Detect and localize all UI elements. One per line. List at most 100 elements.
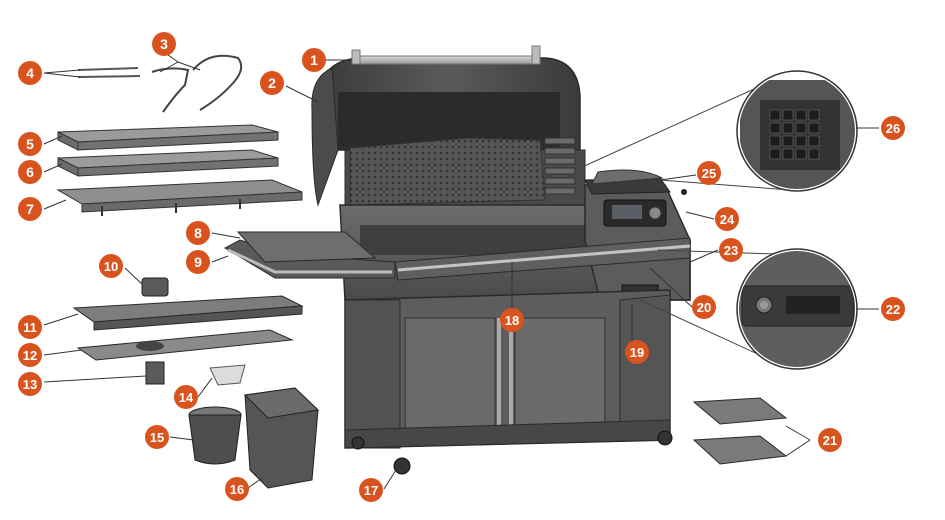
callout-20-badge	[692, 295, 716, 319]
lid-handle	[351, 45, 541, 65]
callout-15: 15	[145, 425, 169, 449]
callout-26-label: 26	[886, 121, 900, 136]
callout-25-label: 25	[702, 166, 716, 181]
grill-illustration	[56, 45, 788, 489]
callout-16-badge	[225, 477, 249, 501]
callout-22-badge	[881, 297, 905, 321]
callout-26-badge	[881, 116, 905, 140]
callout-21-badge	[818, 428, 842, 452]
callout-24-badge	[715, 207, 739, 231]
callout-3: 3	[152, 32, 176, 56]
callout-2-label: 2	[268, 75, 276, 91]
callout-17-badge	[359, 478, 383, 502]
callout-20: 20	[692, 295, 716, 319]
leader-lines	[43, 51, 879, 490]
callout-25: 25	[697, 161, 721, 185]
callout-7-badge	[18, 197, 42, 221]
lower-grate	[56, 179, 303, 216]
callout-13-badge	[18, 372, 42, 396]
callout-5-badge	[18, 132, 42, 156]
middle-grate	[57, 149, 279, 177]
callout-5: 5	[18, 132, 42, 156]
fire-pot	[141, 277, 169, 385]
callout-7-label: 7	[26, 201, 34, 217]
callout-3-label: 3	[160, 36, 168, 52]
callout-23-label: 23	[724, 243, 738, 258]
callout-2: 2	[260, 71, 284, 95]
inset-hopper-grid	[579, 70, 858, 192]
callout-19: 19	[625, 340, 649, 364]
side-vent-fins	[544, 137, 576, 195]
front-shelf	[394, 237, 691, 281]
inset-button-panel	[639, 248, 858, 370]
callout-9-label: 9	[194, 254, 202, 270]
callout-13: 13	[18, 372, 42, 396]
callout-8-badge	[186, 221, 210, 245]
callout-11-label: 11	[23, 320, 37, 335]
callout-14-label: 14	[179, 390, 194, 405]
callout-24-label: 24	[720, 212, 735, 227]
callout-5-label: 5	[26, 136, 34, 152]
callout-1: 1	[302, 48, 326, 72]
callout-4: 4	[18, 61, 42, 85]
pellet-bin	[243, 387, 320, 489]
callout-7: 7	[18, 197, 42, 221]
callout-22-label: 22	[886, 302, 900, 317]
callout-19-badge	[625, 340, 649, 364]
foil-cup	[209, 364, 246, 386]
callout-10-badge	[99, 254, 123, 278]
callout-15-label: 15	[150, 430, 164, 445]
pellet-hopper	[584, 169, 691, 301]
callout-22: 22	[881, 297, 905, 321]
callout-11: 11	[18, 315, 42, 339]
callout-6-label: 6	[26, 164, 34, 180]
callout-14-badge	[174, 385, 198, 409]
callout-3-badge	[152, 32, 176, 56]
callout-6: 6	[18, 160, 42, 184]
callout-15-badge	[145, 425, 169, 449]
caster-wheels	[351, 430, 673, 475]
callout-9: 9	[186, 250, 210, 274]
callout-1-badge	[302, 48, 326, 72]
callout-20-label: 20	[697, 300, 711, 315]
callout-10: 10	[99, 254, 123, 278]
callout-19-label: 19	[630, 345, 644, 360]
callout-18-badge	[500, 308, 524, 332]
callout-6-badge	[18, 160, 42, 184]
grease-bucket-liner	[188, 406, 242, 465]
side-boards	[692, 397, 788, 465]
callout-10-label: 10	[104, 259, 118, 274]
callout-24: 24	[715, 207, 739, 231]
callout-8-label: 8	[194, 225, 202, 241]
callout-16: 16	[225, 477, 249, 501]
storage-cabinet	[344, 289, 671, 449]
callout-21-label: 21	[823, 433, 837, 448]
callout-23: 23	[719, 238, 743, 262]
callout-17-label: 17	[364, 483, 378, 498]
heat-baffle	[76, 329, 294, 361]
callout-13-label: 13	[23, 377, 37, 392]
controller-panel	[603, 189, 687, 227]
callout-12: 12	[18, 343, 42, 367]
callout-8: 8	[186, 221, 210, 245]
callout-16-label: 16	[230, 482, 244, 497]
callout-21: 21	[818, 428, 842, 452]
upper-grate	[57, 124, 279, 151]
callout-14: 14	[174, 385, 198, 409]
grill-lid	[311, 57, 581, 207]
callout-1-label: 1	[310, 52, 318, 68]
callout-18: 18	[500, 308, 524, 332]
callout-4-label: 4	[26, 65, 34, 81]
callout-9-badge	[186, 250, 210, 274]
callout-4-badge	[18, 61, 42, 85]
callout-11-badge	[18, 315, 42, 339]
meat-probes	[77, 67, 141, 78]
callout-12-label: 12	[23, 348, 37, 363]
callout-18-label: 18	[505, 313, 519, 328]
callout-26: 26	[881, 116, 905, 140]
drip-tray	[72, 295, 304, 331]
callout-2-badge	[260, 71, 284, 95]
callout-25-badge	[697, 161, 721, 185]
